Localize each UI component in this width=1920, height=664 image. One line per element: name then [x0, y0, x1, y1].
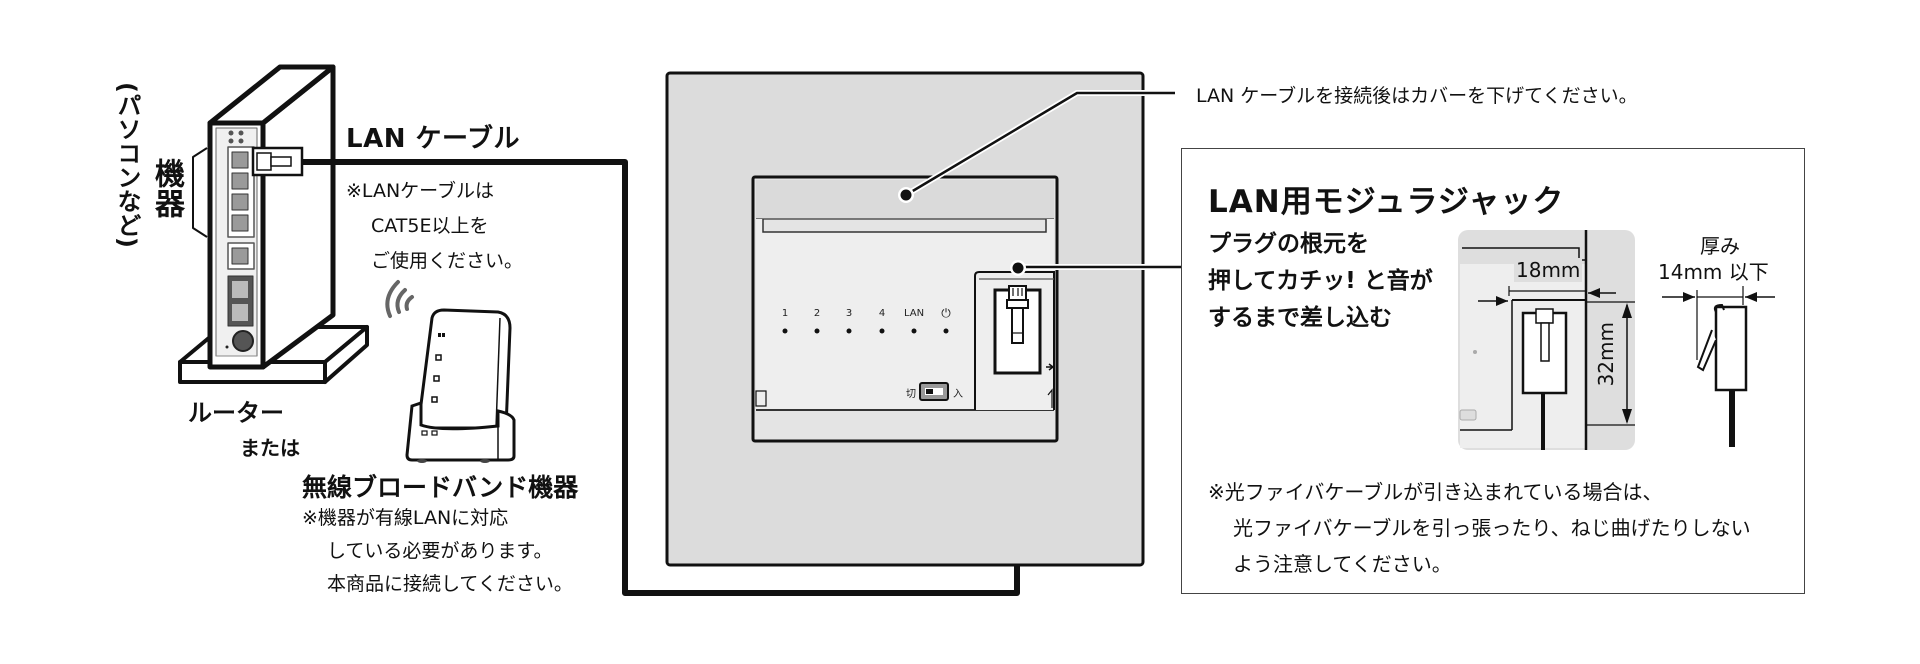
modular-jack-info-box [1181, 148, 1805, 594]
fiber-note-line: 光ファイバケーブルを引っ張ったり、ねじ曲げたりしない [1233, 516, 1751, 540]
lan-plug-icon [251, 146, 304, 177]
thickness-dimension-label: 14mm 以下 [1658, 260, 1769, 284]
or-label: または [240, 436, 300, 460]
thickness-heading: 厚み [1700, 234, 1740, 258]
height-dimension-label: 32mm [1594, 322, 1618, 387]
fiber-note-line: ※光ファイバケーブルが引き込まれている場合は、 [1208, 480, 1663, 504]
lan-cable-title: LAN ケーブル [346, 124, 520, 154]
fiber-note-line: よう注意してください。 [1233, 552, 1452, 576]
device-example-label: (パソコンなど) [113, 82, 141, 248]
callout-jack-leader [1010, 260, 1181, 276]
wall-unit-device [751, 175, 1059, 443]
fiber-cable-note: ※光ファイバケーブルが引き込まれている場合は、 光ファイバケーブルを引っ張ったり… [1208, 474, 1751, 582]
wireless-note-line: 本商品に接続してください。 [327, 573, 573, 595]
instruction-line: 押してカチッ! と音が [1208, 268, 1433, 294]
instruction-line: するまで差し込む [1208, 305, 1392, 331]
lan-cable-note-line: ご使用ください。 [371, 250, 524, 272]
switch-on-label: 入 [953, 389, 963, 400]
lan-cable-note-line: ※LANケーブルは [346, 180, 495, 202]
led-label-3: 3 [845, 308, 853, 319]
router-illustration [178, 64, 369, 384]
led-indicators [782, 328, 949, 334]
lan-cable-note-line: CAT5E以上を [371, 215, 489, 237]
wireless-note-line: ※機器が有線LANに対応 [302, 507, 509, 529]
cover-callout-text: LAN ケーブルを接続後はカバーを下げてください。 [1196, 85, 1638, 107]
led-label-2: 2 [813, 308, 821, 319]
wireless-device-title: 無線ブロードバンド機器 [302, 473, 579, 502]
info-box-title: LAN用モジュラジャック [1208, 184, 1565, 220]
wireless-device-note: ※機器が有線LANに対応 している必要があります。 本商品に接続してください。 [302, 502, 573, 601]
lan-cable-note: ※LANケーブルは CAT5E以上を ご使用ください。 [346, 174, 523, 279]
jack-detail-inset [1458, 230, 1635, 450]
wireless-device-illustration [385, 280, 516, 463]
switch-off-label: 切 [906, 389, 916, 400]
power-icon: ⏻ [941, 306, 951, 320]
width-dimension-label: 18mm [1514, 258, 1583, 282]
jack-plug-illustration [993, 285, 1055, 375]
device-label: 機器 [149, 158, 184, 218]
instruction-line: プラグの根元を [1208, 231, 1369, 257]
led-label-1: 1 [781, 308, 789, 319]
led-label-lan: LAN [903, 308, 925, 319]
insertion-instructions: プラグの根元を 押してカチッ! と音が するまで差し込む [1208, 226, 1433, 337]
led-label-4: 4 [878, 308, 886, 319]
plug-side-view [1662, 286, 1775, 447]
router-label: ルーター [188, 399, 284, 427]
callout-cover-leader [898, 90, 1175, 203]
wireless-note-line: している必要があります。 [327, 540, 553, 562]
power-switch [919, 382, 949, 401]
